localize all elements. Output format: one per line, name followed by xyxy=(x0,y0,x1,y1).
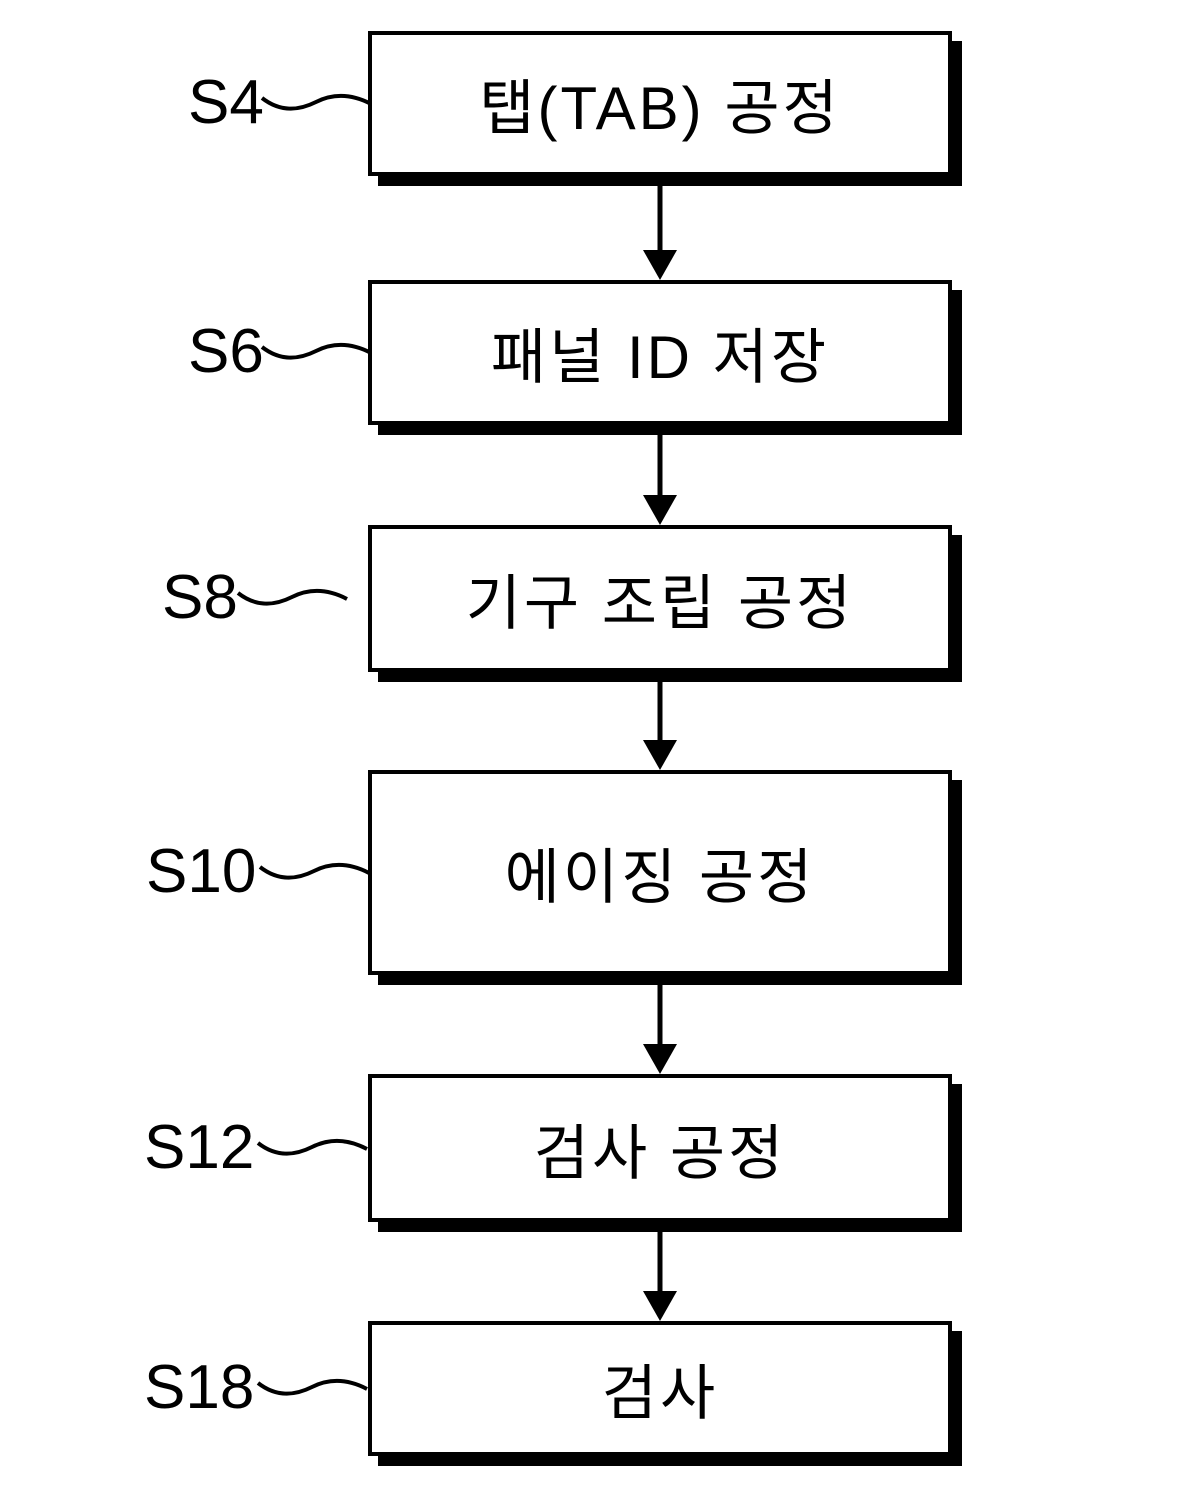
process-box-inspection-process: 검사 공정 xyxy=(368,1074,952,1222)
down-arrow-icon xyxy=(643,672,677,770)
down-arrow-icon xyxy=(643,176,677,280)
process-box-label: 에이징 공정 xyxy=(504,844,816,911)
squiggle-connector xyxy=(260,93,372,111)
process-box-inspection: 검사 xyxy=(368,1321,952,1456)
step-id-label-s18: S18 xyxy=(144,1353,255,1422)
down-arrow-icon xyxy=(643,975,677,1074)
process-box-tab: 탭(TAB) 공정 xyxy=(368,31,952,176)
process-box-label: 탭(TAB) 공정 xyxy=(479,75,841,142)
process-box-aging: 에이징 공정 xyxy=(368,770,952,975)
squiggle-connector xyxy=(256,1138,368,1156)
down-arrow-icon xyxy=(643,425,677,525)
process-box-label: 검사 xyxy=(601,1360,719,1427)
squiggle-connector xyxy=(256,1378,368,1396)
process-box-label: 기구 조립 공정 xyxy=(465,570,855,637)
step-id-label-s8: S8 xyxy=(162,563,238,632)
step-id-label-s4: S4 xyxy=(188,68,264,137)
squiggle-connector xyxy=(260,342,372,360)
squiggle-connector xyxy=(236,588,348,606)
step-id-label-s10: S10 xyxy=(146,837,257,906)
process-box-panel-id-save: 패널 ID 저장 xyxy=(368,280,952,425)
step-id-label-s12: S12 xyxy=(144,1113,255,1182)
down-arrow-icon xyxy=(643,1222,677,1321)
process-box-assembly: 기구 조립 공정 xyxy=(368,525,952,672)
step-id-label-s6: S6 xyxy=(188,317,264,386)
squiggle-connector xyxy=(258,862,370,880)
process-box-label: 패널 ID 저장 xyxy=(490,324,830,391)
process-box-label: 검사 공정 xyxy=(533,1119,787,1187)
